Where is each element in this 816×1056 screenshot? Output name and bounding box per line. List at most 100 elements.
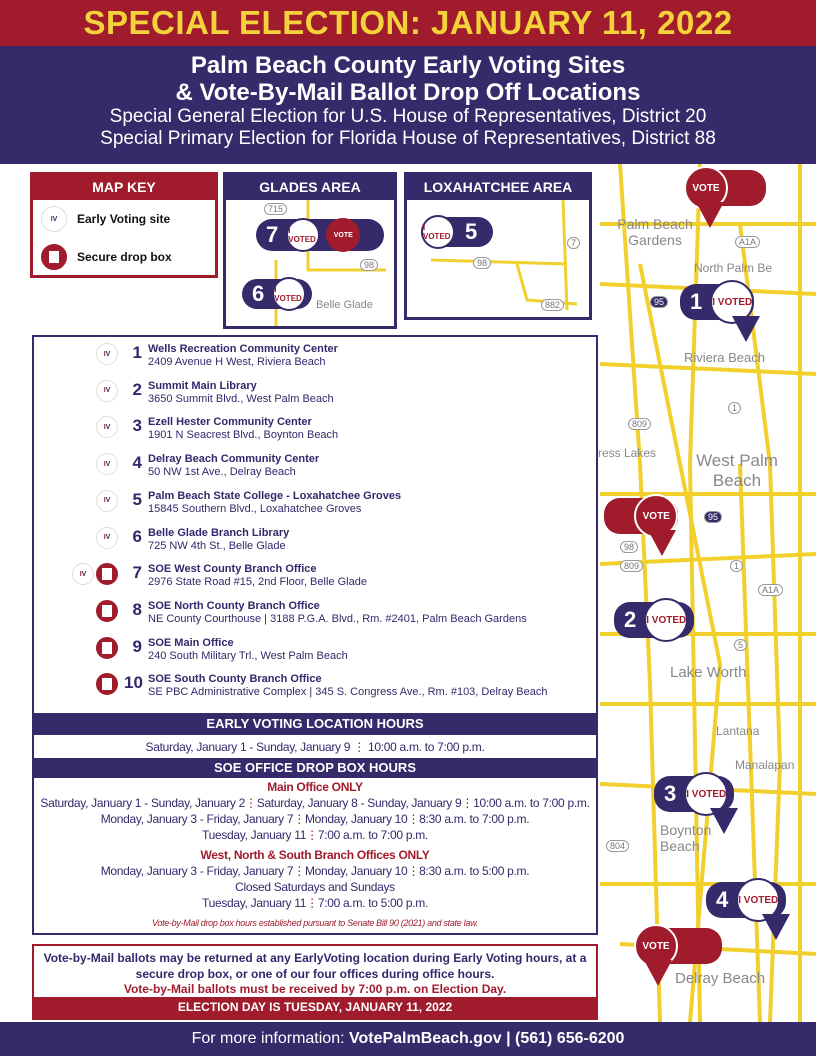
subtitle-2: Special Primary Election for Florida Hou… (100, 128, 716, 149)
us1-shield: 1 (728, 402, 742, 414)
pin-tail (696, 202, 724, 228)
site-name: SOE West County Branch Office (148, 563, 317, 576)
hours-date: Tuesday, January 11 (202, 828, 307, 842)
map-label-boynton-beach: Boynton Beach (660, 822, 712, 854)
pin-tail (710, 808, 738, 834)
site-icons (34, 673, 124, 696)
map-label-cypress-lakes: ress Lakes (598, 446, 657, 460)
map-label-delray-beach: Delray Beach (675, 970, 766, 987)
pin-tail (644, 960, 672, 986)
site-number: 2 (132, 379, 142, 399)
site-icons (34, 636, 124, 659)
us1-shield-south: 1 (730, 560, 744, 572)
early-time: 10:00 a.m. to 7:00 p.m. (367, 740, 485, 754)
dropbox-icon (96, 673, 118, 696)
dropbox-hours-title: SOE OFFICE DROP BOX HOURS (34, 758, 596, 778)
site-address: NE County Courthouse | 3188 P.G.A. Blvd.… (148, 612, 527, 625)
header: Palm Beach County Early Voting Sites & V… (0, 46, 816, 164)
pin-number: 6 (252, 281, 265, 306)
title-line-1: Palm Beach County Early Voting Sites (190, 52, 626, 79)
site-name: Ezell Hester Community Center (148, 416, 312, 429)
hours-date: Saturday, January 1 - Sunday, January 2 (40, 796, 246, 810)
site-number: 6 (132, 526, 142, 546)
glades-title: GLADES AREA (226, 175, 394, 200)
site-name: SOE Main Office (148, 636, 234, 649)
key-early-label: Early Voting site (77, 212, 171, 226)
main-row-2: Monday, January 3 - Friday, January 7⋮Mo… (100, 812, 530, 826)
site-text: Ezell Hester Community Center 1901 N Sea… (148, 416, 338, 441)
pin-number: 5 (465, 219, 478, 244)
map-pin-5[interactable]: 5 I VOTED (421, 215, 493, 249)
dropbox-icon (96, 599, 118, 622)
site-name: Belle Glade Branch Library (148, 526, 290, 539)
hours-date: Monday, January 3 - Friday, January 7 (100, 812, 294, 826)
site-name: SOE South County Branch Office (148, 673, 322, 686)
dropbox-icon (96, 563, 118, 586)
hours-date: Saturday, January 8 - Sunday, January 9 (256, 796, 462, 810)
belle-glade-label: Belle Glade (316, 299, 373, 311)
senate-bill-note: Vote-by-Mail drop box hours established … (152, 918, 478, 928)
site-text: Delray Beach Community Center 50 NW 1st … (148, 453, 319, 478)
site-text: SOE West County Branch Office 2976 State… (148, 563, 367, 588)
road-882: 882 (541, 299, 565, 311)
pin-number: 2 (624, 607, 637, 632)
site-text: SOE South County Branch Office SE PBC Ad… (148, 673, 547, 698)
site-number: 7 (132, 563, 142, 583)
website-link[interactable]: VotePalmBeach.gov (348, 1030, 502, 1047)
pin-number: 7 (266, 222, 279, 247)
dropbox-hours-body: Main Office ONLY Saturday, January 1 - S… (34, 779, 596, 931)
i-voted-icon: I VOTED (421, 215, 455, 249)
road-98-shield: 98 (620, 541, 639, 553)
branch-heading: West, North & South Branch Offices ONLY (200, 848, 430, 862)
dropbox-icon (41, 244, 67, 270)
site-list-item: 10 SOE South County Branch Office SE PBC… (34, 673, 547, 709)
site-list-item: 8 SOE North County Branch Office NE Coun… (34, 599, 527, 636)
site-text: Palm Beach State College - Loxahatchee G… (148, 490, 401, 515)
branch-row-1: Monday, January 3 - Friday, January 7⋮Mo… (100, 864, 530, 878)
key-dropbox-label: Secure drop box (77, 250, 172, 264)
hours-date: Monday, January 3 - Friday, January 7 (100, 864, 294, 878)
pin-number: 8 (742, 175, 755, 200)
pin-tail (762, 914, 790, 940)
road-98: 98 (360, 259, 379, 271)
site-address: 1901 N Seacrest Blvd., Boynton Beach (148, 429, 339, 442)
election-day-banner: ELECTION DAY IS TUESDAY, JANUARY 11, 202… (34, 997, 596, 1018)
map-label-manalapan: Manalapan (735, 758, 795, 772)
site-name: Delray Beach Community Center (148, 453, 320, 466)
pin-tail (732, 316, 760, 342)
site-list-item: 9 SOE Main Office 240 South Military Trl… (34, 636, 348, 673)
pin-tail (648, 530, 676, 556)
site-name: Palm Beach State College - Loxahatchee G… (148, 489, 402, 502)
pin-number: 4 (716, 887, 729, 912)
site-number: 5 (132, 489, 142, 509)
road-a1a-south: A1A (758, 584, 784, 596)
dropbox-icon: VOTE (326, 218, 361, 252)
i95-shield-north: 95 (650, 296, 669, 308)
main-row-1: Saturday, January 1 - Sunday, January 2⋮… (40, 796, 590, 810)
road-98: 98 (473, 257, 492, 269)
site-address: 3650 Summit Blvd., West Palm Beach (148, 392, 334, 405)
site-number: 9 (132, 636, 142, 656)
pin-number: 1 (690, 289, 703, 314)
pin-number: 9 (614, 503, 627, 528)
